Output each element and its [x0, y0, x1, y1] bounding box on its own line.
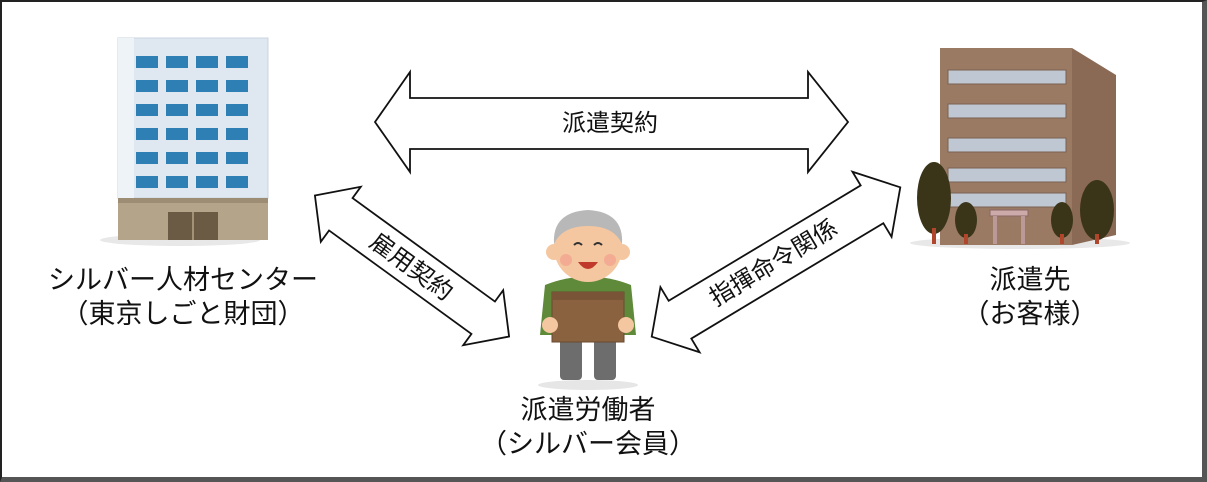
silver-center-building-icon — [100, 37, 269, 246]
silver-center-name: シルバー人材センター — [48, 265, 318, 296]
client-building-icon — [910, 48, 1130, 249]
client-sub: （お客様） — [962, 299, 1098, 330]
client-name: 派遣先 — [989, 265, 1071, 296]
dispatch-contract-arrow — [373, 69, 850, 175]
silver-center-sub: （東京しごと財団） — [61, 299, 305, 330]
command-relation-arrow — [650, 170, 902, 354]
worker-name: 派遣労働者 — [520, 395, 656, 426]
employment-contract-arrow — [313, 185, 511, 347]
worker-sub: （シルバー会員） — [480, 429, 696, 460]
dispatch-contract-label: 派遣契約 — [562, 109, 658, 137]
worker-icon — [538, 210, 638, 390]
